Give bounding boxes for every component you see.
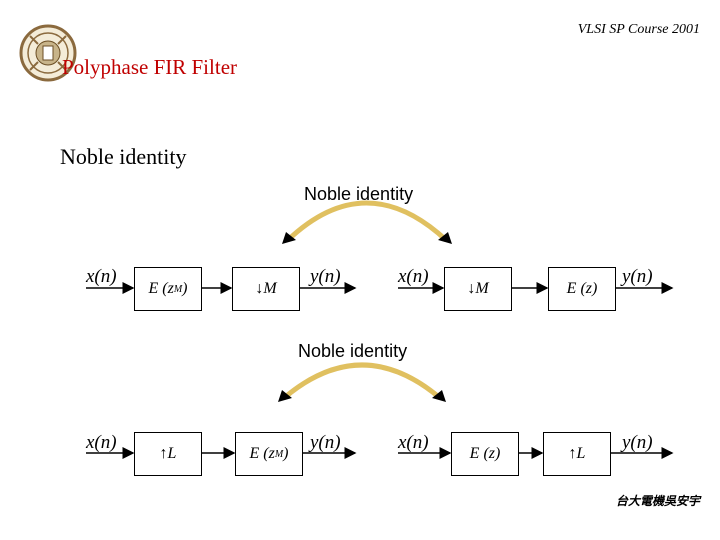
noble-identity-label-1: Noble identity	[304, 184, 414, 204]
block-upsample: ↑L	[543, 432, 611, 476]
block-upsample: ↑L	[134, 432, 202, 476]
block-downsample: ↓M	[232, 267, 300, 311]
signal-output: y(n)	[310, 432, 341, 453]
signal-input: x(n)	[86, 432, 117, 453]
equivalence-arrow-2	[282, 362, 442, 400]
noble-identity-label-2: Noble identity	[298, 341, 408, 361]
signal-output: y(n)	[622, 432, 653, 453]
section-subtitle: Noble identity	[60, 144, 187, 169]
signal-input: x(n)	[398, 432, 429, 453]
signal-output: y(n)	[310, 266, 341, 287]
course-header: VLSI SP Course 2001	[577, 22, 700, 37]
signal-output: y(n)	[622, 266, 653, 287]
university-seal-logo	[19, 24, 77, 82]
block-downsample: ↓M	[444, 267, 512, 311]
signal-input: x(n)	[86, 266, 117, 287]
signal-input: x(n)	[398, 266, 429, 287]
footer-author: 台大電機吳安宇	[615, 494, 700, 508]
equivalence-arrow-1	[286, 200, 448, 242]
block-E-z: E (z)	[548, 267, 616, 311]
slide-title: Polyphase FIR Filter	[62, 55, 238, 79]
block-E-z: E (z)	[451, 432, 519, 476]
